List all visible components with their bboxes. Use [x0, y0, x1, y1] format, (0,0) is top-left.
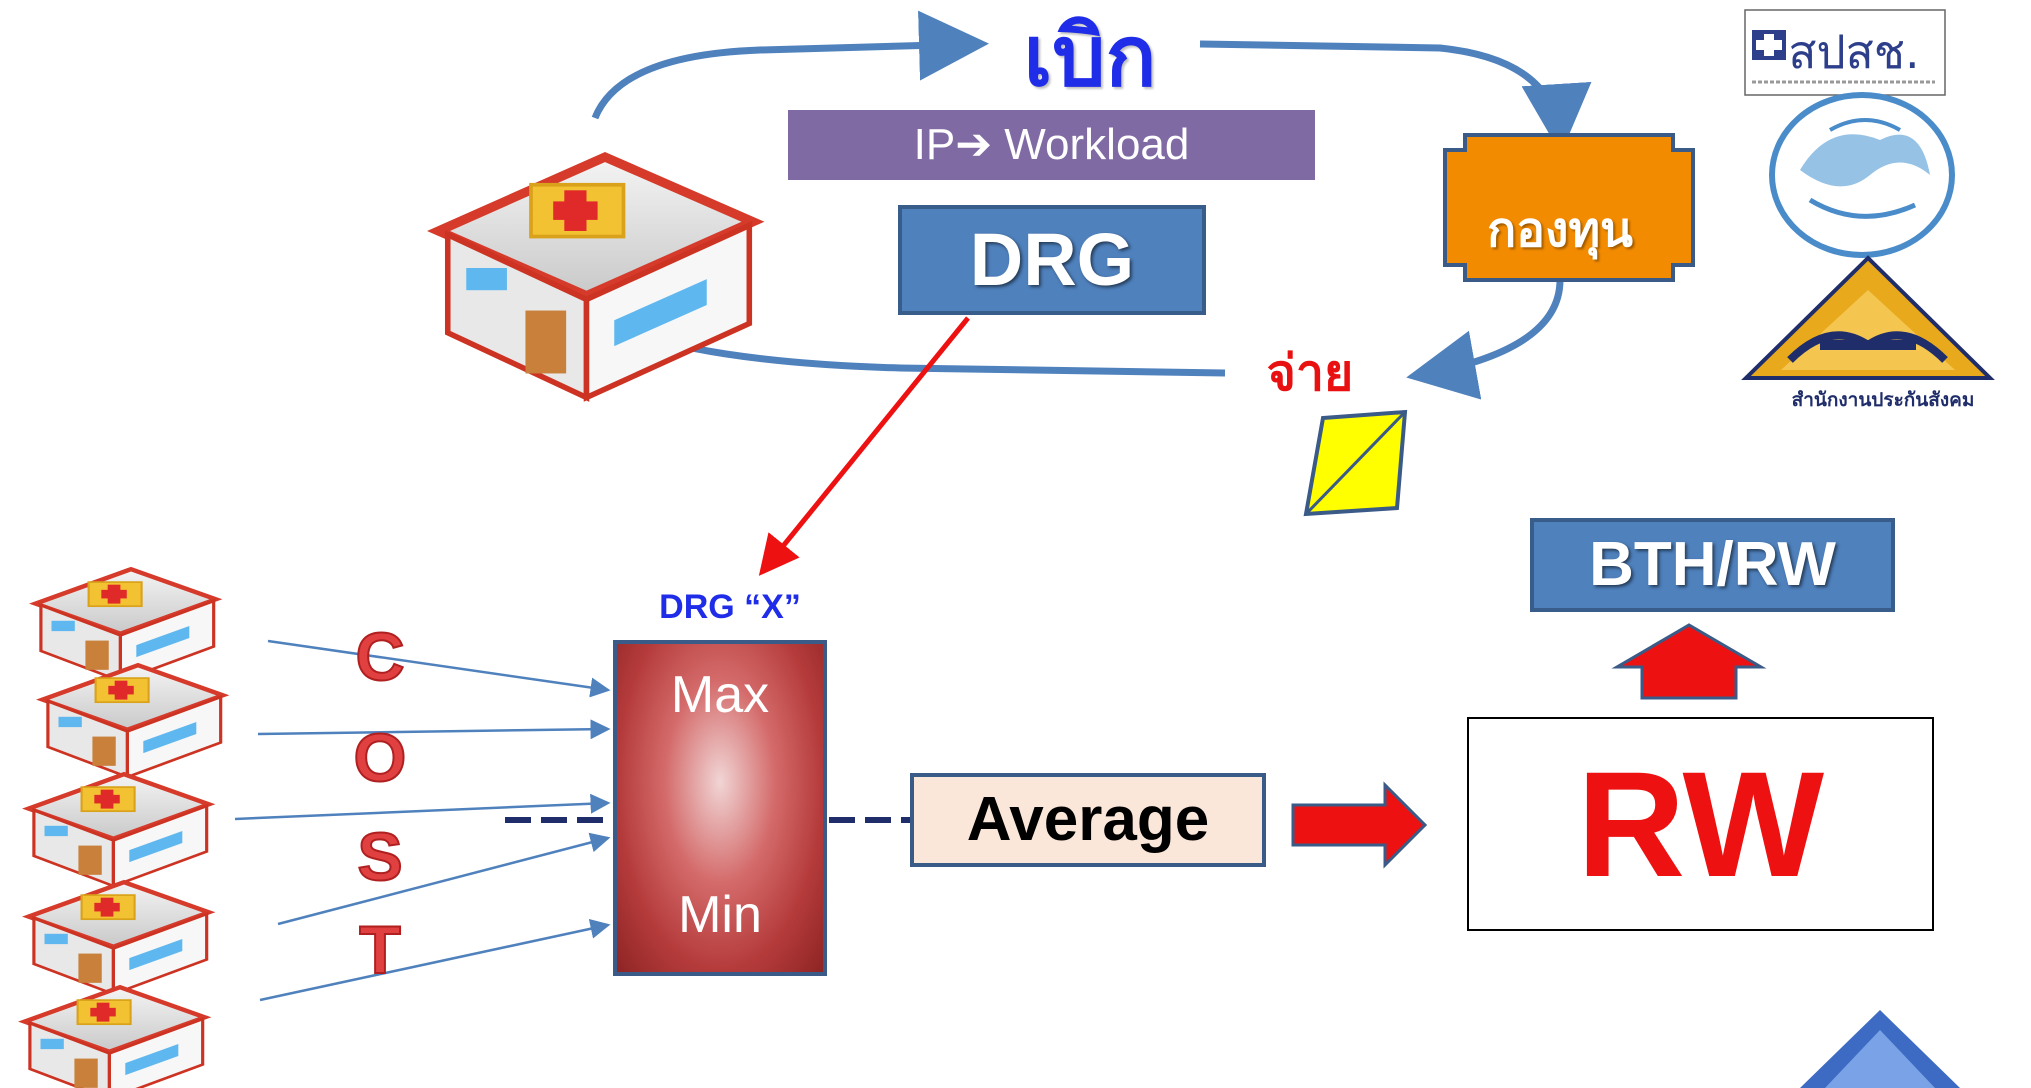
cost-letter-o: O	[353, 719, 408, 797]
claim-arrow	[591, 10, 989, 120]
pay-note-diagonal	[1304, 410, 1407, 516]
cost-arrow-2	[257, 719, 611, 740]
cost-arrow-3	[234, 793, 611, 821]
cost-letter-s: S	[356, 818, 403, 896]
fund-box	[1443, 133, 1695, 282]
bth-rw-box: BTH/RW	[1530, 518, 1895, 612]
cgd-seal-logo	[1769, 92, 1955, 258]
pay-label: จ่าย	[1266, 344, 1354, 402]
hospital-icon-4	[29, 882, 209, 994]
hospital-icon-2	[43, 665, 223, 777]
hospital-icon-3	[29, 774, 209, 886]
cost-letter-c: C	[354, 618, 405, 696]
average-to-rw-arrow	[1291, 781, 1428, 869]
drg-x-label: DRG “X”	[659, 588, 801, 626]
fund-label: กองทุน	[1487, 202, 1633, 258]
hospital-icon-5	[25, 987, 205, 1088]
max-label: Max	[670, 666, 770, 724]
sso-caption: สำนักงานประกันสังคม	[1791, 389, 1975, 411]
drg-to-group-arrow	[758, 316, 970, 576]
hospital-icon-1	[36, 569, 216, 681]
cost-arrow-1	[267, 639, 611, 698]
main-hospital-icon	[439, 157, 754, 398]
claim-to-fund-arrow	[1199, 40, 1592, 154]
drg-box: DRG	[898, 205, 1206, 315]
fund-to-pay-arrow	[1406, 279, 1564, 400]
rw-box: RW	[1467, 717, 1934, 931]
cost-arrow-5	[259, 918, 611, 1002]
cost-arrow-4	[277, 832, 611, 926]
claim-label: เบิก	[1023, 7, 1157, 105]
cost-letter-t: T	[358, 911, 402, 989]
rw-to-bthrw-arrow	[1611, 623, 1767, 700]
ip-workload-box: IP➔ Workload	[788, 110, 1315, 180]
min-label: Min	[678, 886, 762, 944]
sso-logo	[1741, 255, 1995, 380]
cost-range-box	[613, 640, 827, 976]
average-box: Average	[910, 773, 1266, 867]
nhso-logo-text: สปสช.	[1788, 25, 1920, 79]
